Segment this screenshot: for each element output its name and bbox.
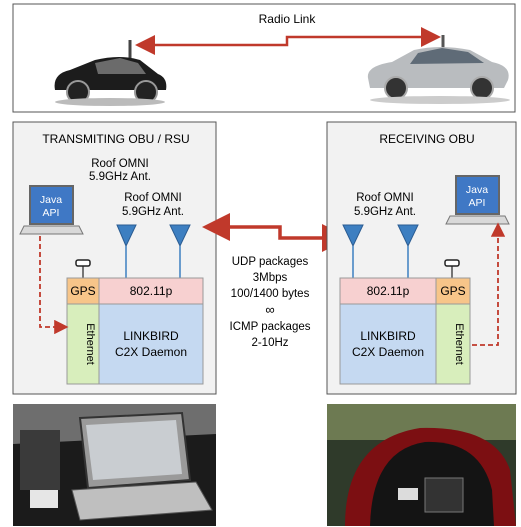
receiver-api-label-line2: API bbox=[469, 197, 486, 209]
traffic-line-4: ∞ bbox=[265, 302, 274, 317]
transmitter-laptop-icon bbox=[19, 185, 84, 235]
receiving-car-image bbox=[367, 35, 510, 104]
transmitter-api-label-line1: Java bbox=[40, 194, 62, 206]
transmitter-ethernet-box bbox=[66, 303, 100, 385]
receiver-api-label-line1: Java bbox=[466, 184, 488, 196]
receiver-ethernet-box bbox=[435, 303, 471, 385]
radio-link-arrow bbox=[135, 27, 441, 55]
transmitter-daemon-label-line2: C2X Daemon bbox=[115, 345, 187, 359]
receiver-gps-box bbox=[435, 277, 471, 305]
radio-link-label: Radio Link bbox=[259, 12, 317, 26]
receiver-gps-antenna-icon bbox=[444, 259, 460, 278]
transmitter-daemon-label-line1: LINKBIRD bbox=[123, 329, 179, 343]
traffic-description: UDP packages 3Mbps 100/1400 bytes ∞ ICMP… bbox=[230, 256, 311, 349]
receiver-daemon-box bbox=[339, 303, 437, 385]
receiver-radio-label: 802.11p bbox=[367, 284, 410, 298]
transmitter-antenna-label-top-line1: Roof OMNI bbox=[91, 158, 149, 170]
receiver-antenna-label-line1: Roof OMNI bbox=[356, 192, 414, 204]
receiver-ethernet-api-link bbox=[472, 222, 506, 346]
receiver-antenna-label-line2: 5.9GHz Ant. bbox=[354, 206, 416, 218]
receiver-antenna-icon bbox=[342, 224, 419, 278]
transmitter-gps-label: GPS bbox=[70, 284, 95, 298]
traffic-line-5: ICMP packages bbox=[230, 321, 311, 333]
transmitter-antenna-label-line1: Roof OMNI bbox=[124, 192, 182, 204]
transmitter-ethernet-label: Ethernet bbox=[84, 323, 96, 365]
receiver-gps-label: GPS bbox=[440, 284, 465, 298]
receiver-title: RECEIVING OBU bbox=[379, 132, 474, 146]
transmitter-gps-antenna-icon bbox=[75, 259, 91, 278]
receiver-setup-photo bbox=[327, 404, 516, 526]
transmitter-api-label-line2: API bbox=[43, 207, 60, 219]
traffic-line-3: 100/1400 bytes bbox=[231, 288, 310, 300]
transmitter-antenna-label-line2: 5.9GHz Ant. bbox=[122, 206, 184, 218]
receiver-daemon-label-line2: C2X Daemon bbox=[352, 345, 424, 359]
transmitting-car-image bbox=[54, 40, 167, 106]
transmitter-setup-photo bbox=[13, 404, 216, 526]
transmitter-radio-label: 802.11p bbox=[130, 284, 173, 298]
receiver-daemon-label-line1: LINKBIRD bbox=[360, 329, 416, 343]
transmitter-antenna-icon bbox=[116, 224, 191, 278]
obu-wireless-link-arrow bbox=[202, 213, 350, 252]
traffic-line-2: 3Mbps bbox=[253, 272, 288, 284]
transmitter-daemon-box bbox=[98, 303, 204, 385]
transmitter-title: TRANSMITING OBU / RSU bbox=[42, 132, 189, 146]
transmitter-gps-box bbox=[66, 277, 100, 305]
receiver-radio-box bbox=[339, 277, 437, 305]
transmitter-radio-box bbox=[98, 277, 204, 305]
traffic-line-6: 2-10Hz bbox=[251, 337, 288, 349]
transmitter-antenna-label-top-line2: 5.9GHz Ant. bbox=[89, 171, 151, 183]
receiver-laptop-icon bbox=[445, 175, 510, 225]
receiver-ethernet-label: Ethernet bbox=[453, 323, 465, 365]
traffic-line-1: UDP packages bbox=[232, 256, 309, 268]
transmitter-api-ethernet-link bbox=[39, 236, 69, 335]
